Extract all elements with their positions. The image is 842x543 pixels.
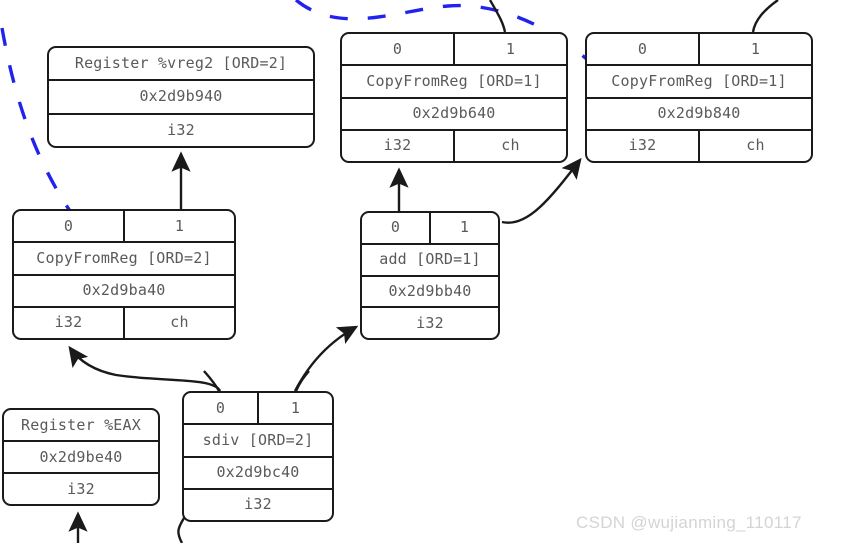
node-cell: 1 [505, 39, 516, 58]
node-cell: 1 [174, 216, 185, 235]
node-cell: ch [746, 136, 765, 155]
node-row: add [ORD=1] [362, 245, 498, 277]
node-row: Register %vreg2 [ORD=2] [49, 48, 313, 82]
node-row: i32 ch [342, 130, 566, 161]
node-row: 0x2d9b640 [342, 99, 566, 131]
node-cell: ch [170, 313, 189, 332]
edge-add-to-copyfromreg-b840 [501, 157, 582, 224]
node-cell: 0 [587, 34, 700, 65]
node-cell: i32 [14, 307, 125, 338]
edge-sdiv-down-left [177, 517, 186, 543]
node-cell: CopyFromReg [ORD=2] [36, 248, 212, 267]
edge-copyfromreg-b840-port1-up [751, 0, 779, 33]
node-cell: 0x2d9b840 [657, 104, 741, 123]
node-row: 0x2d9bb40 [362, 277, 498, 309]
node-row: CopyFromReg [ORD=1] [342, 66, 566, 99]
dashed-edge-top [294, 0, 592, 64]
edge-copyfromreg-b640-port1-up [488, 0, 507, 33]
node-row: i32 ch [14, 307, 234, 338]
node-row: 0x2d9b840 [587, 99, 811, 131]
node-cell: i32 [67, 479, 95, 498]
node-cell: 0x2d9b640 [412, 104, 496, 123]
node-cell: 1 [290, 398, 301, 417]
edge-sdiv-port0-up [203, 370, 221, 392]
node-row: i32 [362, 308, 498, 338]
edge-sdiv-port1-to-add [293, 325, 359, 392]
edge-sdiv-port0-to-copyfromreg-ba40 [68, 345, 222, 392]
node-row: sdiv [ORD=2] [184, 425, 332, 458]
node-cell: 0 [342, 34, 455, 65]
node-row: i32 ch [587, 130, 811, 161]
node-cell: 0 [362, 213, 431, 243]
node-cell: CopyFromReg [ORD=1] [366, 71, 542, 90]
dashed-edges-group [0, 0, 592, 215]
edge-sdiv-port1-up [294, 370, 310, 392]
node-cell: 1 [459, 218, 470, 237]
node-row: i32 [4, 474, 158, 504]
node-row: i32 [184, 490, 332, 520]
node-cell: i32 [342, 130, 455, 161]
node-cell: 0x2d9bc40 [216, 463, 300, 482]
node-cell: 0x2d9b940 [139, 87, 223, 106]
node-row: CopyFromReg [ORD=1] [587, 66, 811, 99]
node-row: CopyFromReg [ORD=2] [14, 243, 234, 276]
node-row: 0x2d9bc40 [184, 458, 332, 490]
node-cell: 0x2d9ba40 [82, 281, 166, 300]
node-cell: Register %EAX [21, 415, 141, 434]
node-cell: 0 [14, 211, 125, 242]
node-cell: Register %vreg2 [ORD=2] [74, 54, 288, 73]
node-cell: 0x2d9bb40 [388, 281, 472, 300]
node-row: 0x2d9be40 [4, 442, 158, 474]
node-row: 0x2d9ba40 [14, 276, 234, 308]
node-row: i32 [49, 115, 313, 146]
node-cell: ch [501, 136, 520, 155]
node-cell: i32 [167, 120, 195, 139]
node-cell: 1 [750, 39, 761, 58]
node-cell: 0x2d9be40 [39, 447, 123, 466]
node-cell: i32 [244, 495, 272, 514]
solid-edges-group [68, 0, 779, 543]
node-cell: i32 [587, 130, 700, 161]
node-cell: add [ORD=1] [379, 250, 481, 269]
node-cell: sdiv [ORD=2] [202, 430, 314, 449]
node-vreg2[interactable]: Register %vreg2 [ORD=2] 0x2d9b940 i32 [47, 46, 315, 148]
node-row: 0x2d9b940 [49, 81, 313, 115]
node-cell: CopyFromReg [ORD=1] [611, 71, 787, 90]
node-cell: 0 [184, 393, 259, 424]
node-cell: i32 [416, 313, 444, 332]
watermark-label: CSDN @wujianming_110117 [576, 513, 802, 532]
node-register-eax[interactable]: Register %EAX 0x2d9be40 i32 [2, 408, 160, 506]
node-row: Register %EAX [4, 410, 158, 442]
